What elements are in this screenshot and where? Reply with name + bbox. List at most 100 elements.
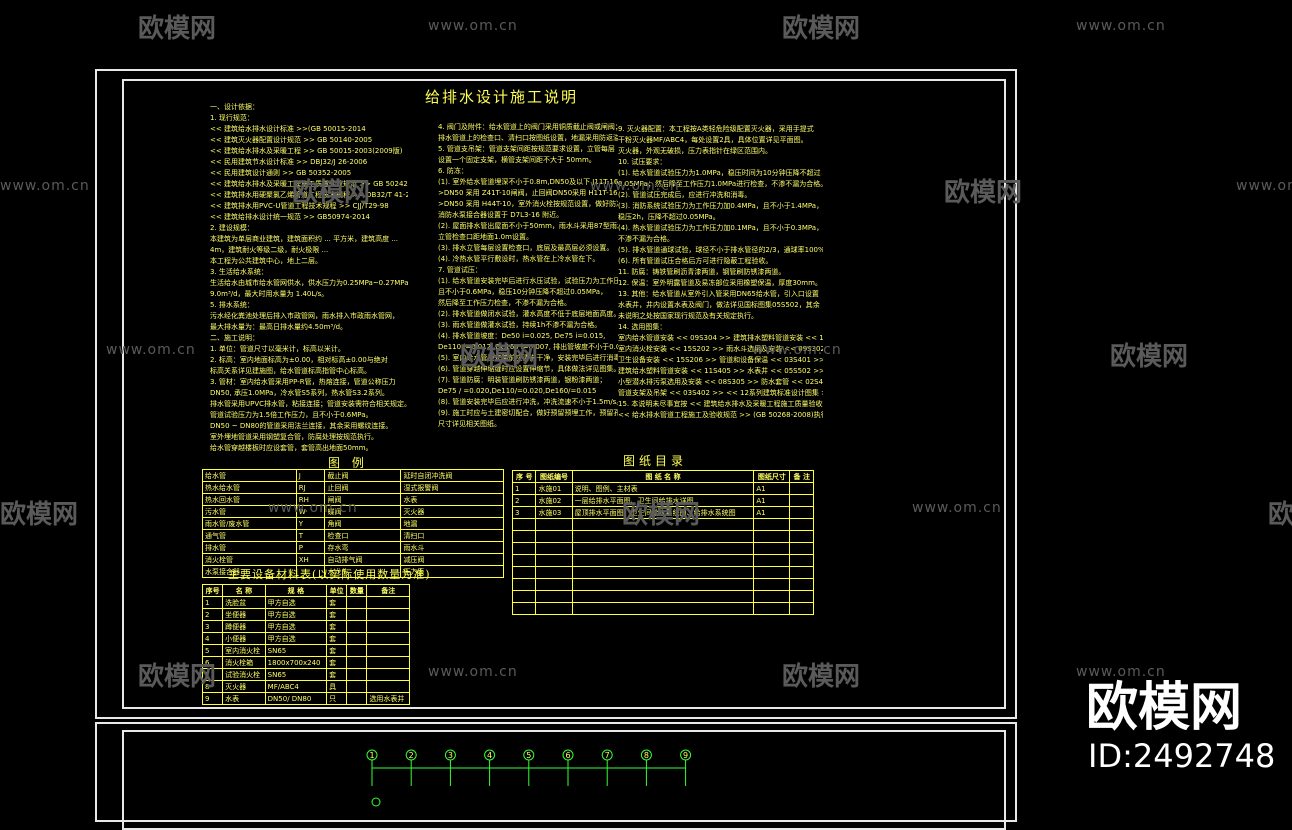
table-cell [535,530,573,543]
note-line: 5. 管道支吊架：管道支架间距按规范要求设置，立管每层 [438,145,615,153]
note-line: << 建筑灭火器配置设计规范 >> GB 50140-2005 [210,136,373,144]
note-line: (4). 排水管道坡度：De50 i=0.025, De75 i=0.015, [438,332,606,340]
table-cell [753,566,791,579]
watermark-url: www.om.cn [752,342,842,358]
table-cell [511,530,537,543]
note-line: 本工程为公共建筑中心，地上二层。 [210,257,322,265]
sheet-outer-frame [95,69,1017,719]
note-line: 4. 阀门及附件：给水管道上的阀门采用铜质截止阀或闸阀； [438,123,618,131]
table-cell: 消火栓箱 [222,656,266,669]
axis-label: 1 [369,751,374,760]
table-header-cell: 单位 [326,584,348,597]
note-line: 15. 本说明未尽事宜按 << 建筑给水排水及采暖工程施工质量验收规范 >> (… [618,400,823,408]
table-cell: 检查口 [324,529,402,542]
table-cell: 水施02 [535,494,573,507]
table-cell: 套 [326,656,348,669]
watermark-brand: 欧模网 [944,178,1023,208]
legend-title: 图 例 [328,456,368,470]
table-header-cell: 图 纸 名 称 [571,470,755,483]
note-line: 7. 管道试压： [438,266,482,274]
note-line: (3). 雨水管道做灌水试验，持续1h不渗不漏为合格。 [438,321,602,329]
table-cell [511,554,537,567]
table-cell [753,542,791,555]
note-line: 管道试验压力为1.5倍工作压力，且不小于0.6MPa。 [210,411,373,419]
table-cell: 水表 [222,692,266,705]
table-cell [789,578,814,591]
table-cell [366,632,410,645]
table-cell: 9 [201,692,224,705]
table-cell: P [295,541,326,554]
table-row-empty [511,518,814,531]
table-row-empty [511,578,814,591]
note-line: >DN50 采用 H44T-10，室外消火栓按规范设置，做好防冻措施； [438,200,618,208]
note-line: << 建筑排水用硬聚氯乙烯管道工程技术规程 >> DB32/T 41-2000 [210,191,408,199]
note-line: 9.0m³/d，最大时用水量为 1.40L/s。 [210,290,329,298]
notes-column-2: 4. 阀门及附件：给水管道上的阀门采用铜质截止阀或闸阀；排水管道上的检查口、清扫… [438,122,618,430]
table-cell: 清扫口 [400,529,504,542]
table-cell: 具 [326,680,348,693]
table-cell: T [295,529,326,542]
watermark-brand: 欧模网 [138,14,217,44]
table-cell: 5 [201,644,224,657]
table-cell: 止回阀 [324,481,402,494]
note-line: 尺寸详见相关图纸。 [438,420,501,428]
table-cell [789,554,814,567]
note-line: 给水管穿越楼板时应设套管，套管高出地面50mm。 [210,444,373,452]
table-cell: 自动排气阀 [324,553,402,566]
note-line: << 建筑给水排水及采暖工程施工质量验收规范 >> GB 50242-2002 [210,180,408,188]
axis-label: 7 [605,751,610,760]
table-cell: SN65 [264,668,328,681]
table-cell [571,578,755,591]
table-cell [511,578,537,591]
note-line: 3. 管材：室内给水管采用PP-R管，热熔连接，管道公称压力 [210,378,396,386]
table-cell [366,608,410,621]
table-cell: A1 [753,494,791,507]
table-cell: 1 [511,482,537,495]
note-line: (5). 排水管道通球试验，球径不小于排水管径的2/3，通球率100%。 [618,246,823,254]
materials-title: 主要设备材料表(以实际使用数量为准) [228,568,431,581]
table-cell: MF/ABC4 [264,680,328,693]
axis-label: 2 [409,751,414,760]
table-cell [535,578,573,591]
table-cell [511,602,537,615]
axis-label: 6 [565,751,570,760]
note-line: << 建筑排水用PVC-U管道工程技术规程 >> CJJ/T29-98 [210,202,389,210]
table-cell: 角阀 [324,517,402,530]
table-cell: XH [295,553,326,566]
table-cell [535,602,573,615]
note-line: 2. 标高：室内地面标高为±0.00，相对标高±0.00与绝对 [210,356,388,364]
table-cell: J [295,469,326,482]
note-line: (8). 管道安装完毕后应进行冲洗，冲洗流速不小于1.5m/s。 [438,398,618,406]
watermark-url: www.om.cn [1236,178,1292,194]
table-cell: 1 [201,596,224,609]
note-line: << 给水排水管道工程施工及验收规范 >> (GB 50268-2008)执行。 [618,411,823,419]
watermark-brand: 欧模网 [782,14,861,44]
note-line: 标高关系详见建施图，给水管道标高指管中心标高。 [210,367,371,375]
note-line: De110 i=0.012, De160 i=0.007, 排出管坡度不小于0.… [438,343,618,351]
table-header-cell: 数量 [346,584,368,597]
table-cell: Y [295,517,326,530]
table-cell [535,518,573,531]
table-cell: 灭火器 [222,680,266,693]
table-cell [789,494,814,507]
index-title: 图纸目录 [623,454,688,468]
table-cell [753,554,791,567]
table-cell [535,566,573,579]
table-cell: 减压阀 [400,553,504,566]
note-line: (4). 热水管道试验压力为工作压力加0.1MPa，且不小于0.3MPa， [618,224,823,232]
table-cell [346,680,368,693]
table-cell [511,590,537,603]
table-cell [346,656,368,669]
table-cell [789,530,814,543]
table-cell: 说明、图例、主材表 [571,482,755,495]
table-cell: 水表 [400,493,504,506]
